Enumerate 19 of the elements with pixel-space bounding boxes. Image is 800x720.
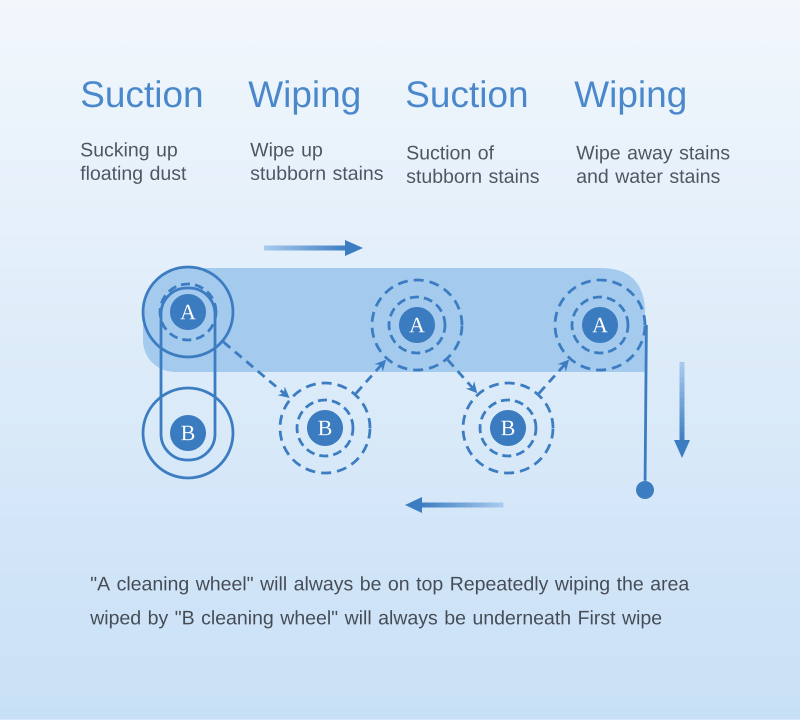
cleaning-wheel: B <box>142 386 234 480</box>
connector-line <box>644 325 648 481</box>
heading: Suction <box>406 80 526 108</box>
cleaning-wheel: A <box>370 278 464 372</box>
caption: "A cleaning wheel" will always be on top Repeatedly wiping the area wiped by "B cleaning wheel" will always be underneath First wipe <box>90 576 690 628</box>
cleaning-wheel: B <box>462 382 554 474</box>
end-dot <box>636 481 654 499</box>
heading: Wiping <box>574 80 685 115</box>
heading: Suction <box>82 80 202 108</box>
description-text: Suction of stubborn stains <box>406 145 539 184</box>
description-text: Sucking up floating dust <box>80 142 186 184</box>
cleaning-wheel: A <box>142 266 234 358</box>
belt-loop <box>160 286 216 462</box>
description-text: Wipe up stubborn stains <box>250 142 383 180</box>
description-text: Wipe away stains and water stains <box>576 145 730 184</box>
heading: Wiping <box>248 80 359 115</box>
cleaning-wheel: B <box>278 382 372 474</box>
node-label: A <box>180 304 196 320</box>
cleaning-wheel: A <box>554 278 646 372</box>
